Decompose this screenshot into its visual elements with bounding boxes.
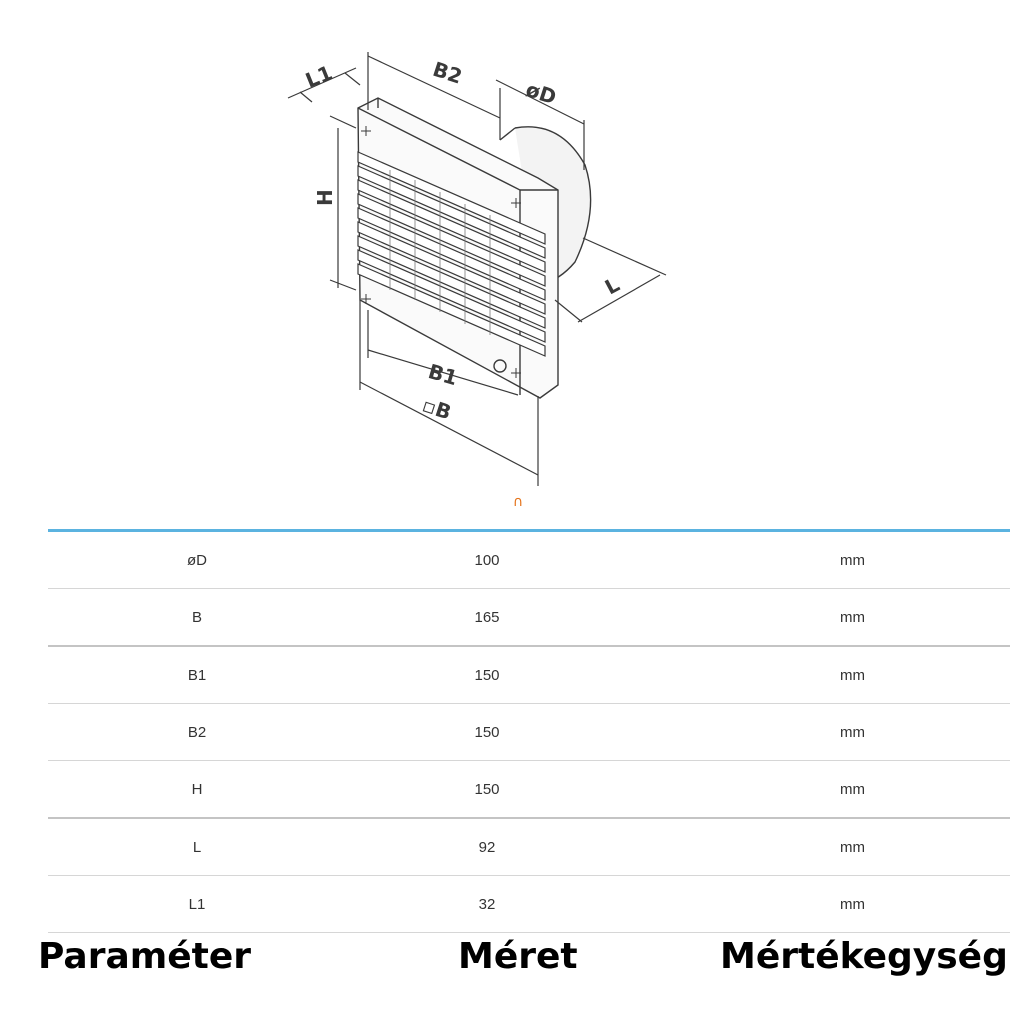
size-cell: 92 bbox=[346, 818, 628, 876]
param-cell: H bbox=[48, 760, 346, 819]
table-row: B2 150 mm bbox=[48, 703, 1010, 761]
label-B1: B1 bbox=[426, 359, 461, 390]
size-cell: 150 bbox=[346, 703, 628, 761]
table-row: H 150 mm bbox=[48, 760, 1010, 819]
unit-cell: mm bbox=[628, 646, 1010, 704]
header-size: Méret bbox=[458, 936, 578, 977]
label-L1: L1 bbox=[302, 60, 336, 92]
unit-cell: mm bbox=[628, 760, 1010, 819]
size-cell: 100 bbox=[346, 530, 628, 589]
label-L: L bbox=[601, 272, 624, 299]
label-H: H bbox=[313, 189, 337, 206]
spec-table: øD 100 mm B 165 mm B1 150 mm B2 150 mm H… bbox=[48, 529, 1010, 933]
param-cell: B bbox=[48, 588, 346, 647]
table-row: L1 32 mm bbox=[48, 875, 1010, 933]
label-B2: B2 bbox=[430, 57, 465, 89]
unit-cell: mm bbox=[628, 875, 1010, 933]
table-row: B1 150 mm bbox=[48, 646, 1010, 704]
anchor-marker: ∩ bbox=[512, 494, 524, 510]
size-cell: 165 bbox=[346, 588, 628, 647]
table-row: L 92 mm bbox=[48, 818, 1010, 876]
unit-cell: mm bbox=[628, 588, 1010, 647]
fan-dimension-drawing: L1 B2 øD H L B1 ▫B bbox=[287, 52, 667, 486]
label-B: ▫B bbox=[419, 393, 454, 425]
size-cell: 32 bbox=[346, 875, 628, 933]
param-cell: B1 bbox=[48, 646, 346, 704]
unit-cell: mm bbox=[628, 703, 1010, 761]
param-cell: B2 bbox=[48, 703, 346, 761]
size-cell: 150 bbox=[346, 646, 628, 704]
param-cell: L bbox=[48, 818, 346, 876]
header-parameter: Paraméter bbox=[38, 936, 252, 977]
column-headers: Paraméter Méret Mértékegység bbox=[0, 936, 1010, 992]
unit-cell: mm bbox=[628, 818, 1010, 876]
param-cell: øD bbox=[48, 530, 346, 589]
label-D: øD bbox=[523, 77, 559, 109]
size-cell: 150 bbox=[346, 760, 628, 819]
header-unit: Mértékegység bbox=[720, 936, 1008, 977]
param-cell: L1 bbox=[48, 875, 346, 933]
table-row: øD 100 mm bbox=[48, 530, 1010, 589]
table-row: B 165 mm bbox=[48, 588, 1010, 647]
unit-cell: mm bbox=[628, 530, 1010, 589]
